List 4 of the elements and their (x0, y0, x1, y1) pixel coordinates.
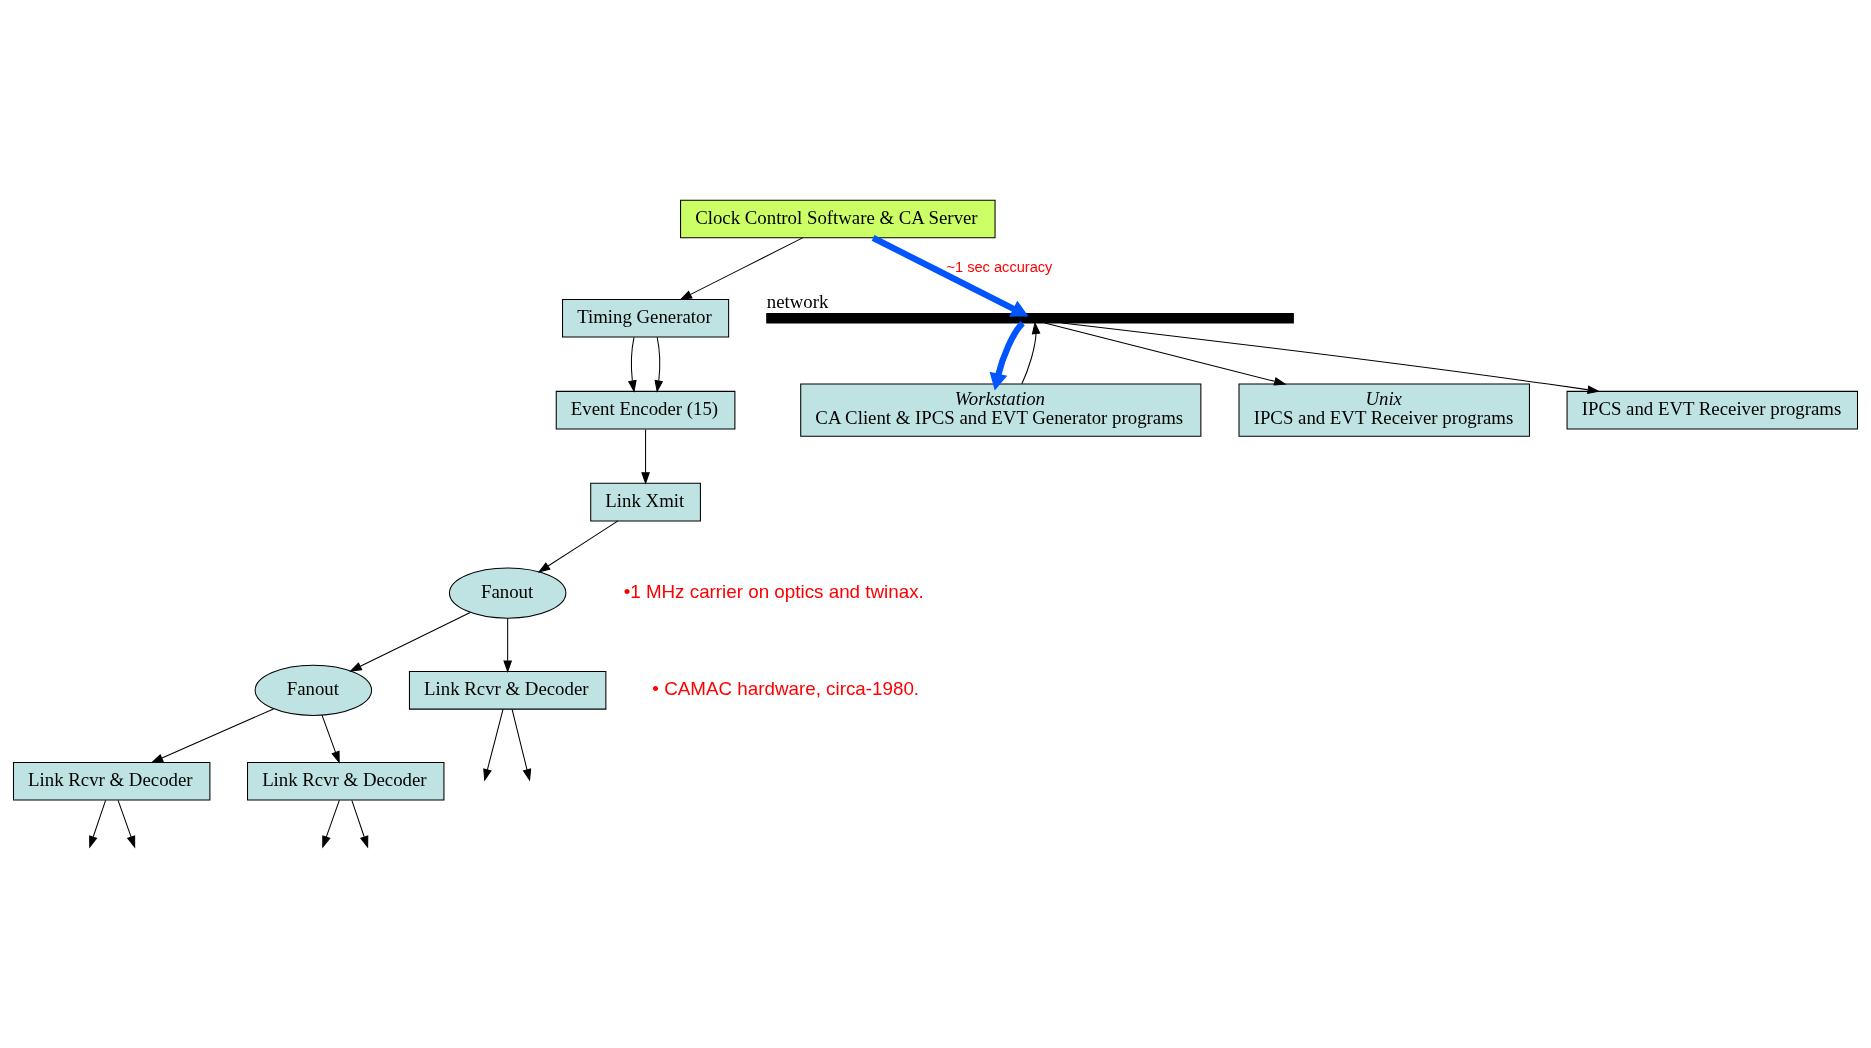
label: • CAMAC hardware, circa-1980. (652, 677, 920, 699)
node-label: network (766, 290, 829, 312)
edge-label: ~1 sec accuracy (946, 259, 1053, 276)
label: •1 MHz carrier on optics and twinax. (623, 580, 924, 602)
